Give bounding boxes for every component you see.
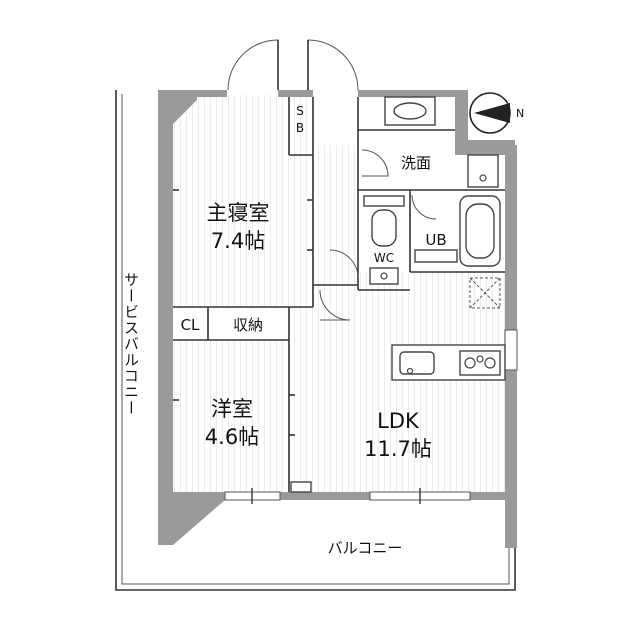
storage-label: 収納 bbox=[233, 316, 263, 334]
wc-sink bbox=[369, 267, 399, 285]
washing-machine-pan bbox=[467, 154, 499, 188]
master-bedroom-name: 主寝室 bbox=[207, 201, 270, 225]
balcony-label: バルコニー bbox=[328, 539, 403, 557]
unit-bath-label: UB bbox=[425, 231, 446, 249]
wc-door bbox=[329, 249, 359, 279]
ldk-size: 11.7帖 bbox=[364, 437, 432, 461]
toilet-label: WC bbox=[374, 251, 394, 265]
doors bbox=[173, 39, 437, 436]
kitchen-sink bbox=[399, 351, 435, 375]
shoe-box-label-s: S bbox=[296, 104, 304, 118]
western-room-name: 洋室 bbox=[211, 397, 253, 421]
compass: N bbox=[469, 92, 524, 134]
master-bedroom-size: 7.4帖 bbox=[211, 229, 265, 253]
western-room-floor bbox=[173, 340, 289, 492]
north-label: N bbox=[516, 107, 524, 120]
partitions bbox=[173, 97, 505, 492]
entrance-door-right bbox=[307, 39, 359, 91]
toilet-bowl bbox=[371, 209, 397, 247]
range-hood bbox=[469, 277, 501, 309]
hallway-floor bbox=[313, 145, 359, 285]
ldk-name: LDK bbox=[377, 409, 420, 433]
toilet-tank bbox=[363, 195, 405, 207]
washroom-door bbox=[361, 149, 389, 177]
bath-door bbox=[411, 194, 437, 220]
windows bbox=[224, 329, 518, 504]
entrance-door-left bbox=[227, 39, 279, 91]
washroom-label: 洗面 bbox=[401, 154, 431, 172]
ldk-floor bbox=[289, 272, 505, 492]
ldk-door bbox=[319, 289, 351, 321]
stove bbox=[459, 350, 501, 376]
service-balcony-label: サービスバルコニー bbox=[122, 272, 140, 416]
closet-label: CL bbox=[181, 316, 200, 334]
balcony-frame bbox=[115, 90, 516, 591]
shoe-box-label-b: B bbox=[296, 121, 304, 135]
floor-areas bbox=[173, 95, 505, 492]
fixtures bbox=[290, 96, 506, 493]
western-room-size: 4.6帖 bbox=[205, 425, 259, 449]
north-arrow-icon bbox=[474, 103, 510, 123]
